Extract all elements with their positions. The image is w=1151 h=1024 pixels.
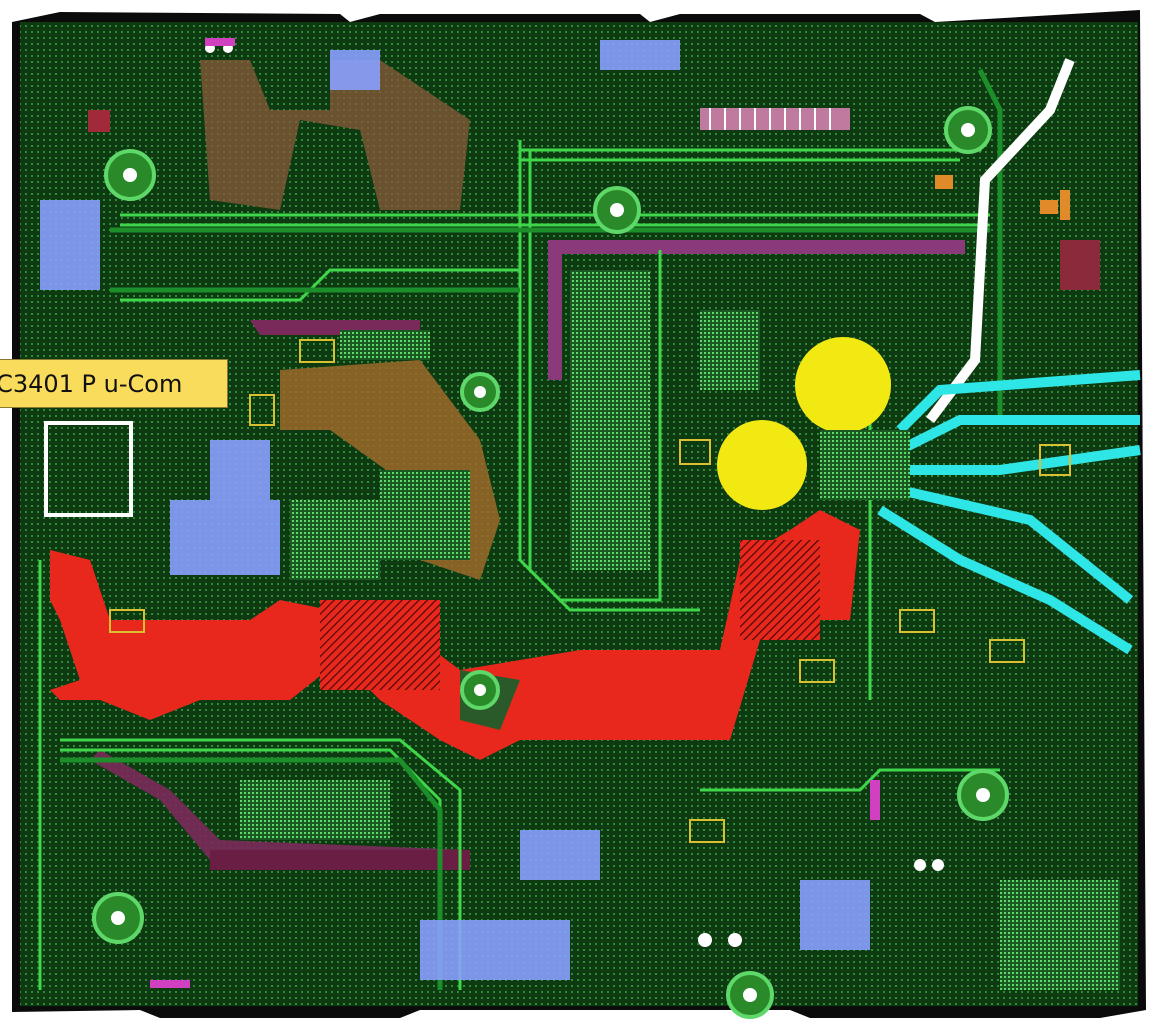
component-area [240,270,1120,990]
ic-label-callout: IC3401 P u-Com [0,359,228,408]
via [205,43,944,947]
connector-strip [700,108,850,130]
cyan-bus [877,370,1141,655]
ic-highlight-box [44,421,133,517]
footprint-outline [109,339,1071,843]
smd-part [935,175,1070,220]
ic-label-text: IC3401 P u-Com [0,369,183,398]
bga-pad-cluster [717,420,807,510]
white-trace [926,58,1075,423]
mounting-hole [92,106,1009,1019]
red-power-plane [50,510,860,760]
component-cluster [40,40,870,980]
